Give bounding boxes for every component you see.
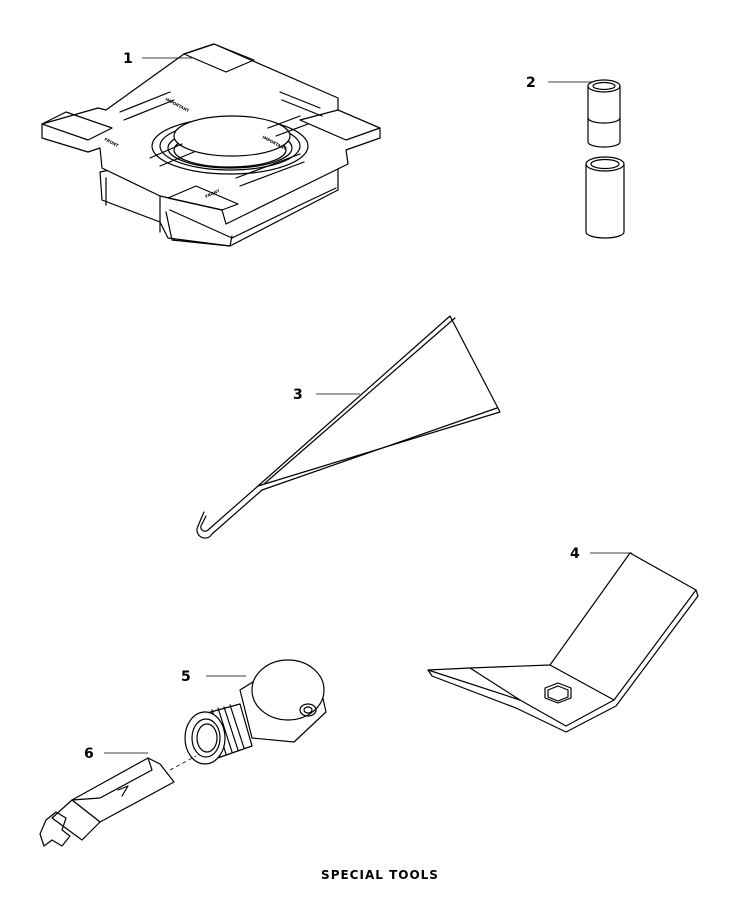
callout-1: 1 xyxy=(123,51,133,67)
tool-1-plate-gauge: IMPORTANT IMPORTANT FRONT FRONT xyxy=(41,43,381,247)
callout-4: 4 xyxy=(570,546,580,562)
diagram-caption: SPECIAL TOOLS xyxy=(321,868,439,882)
callout-3: 3 xyxy=(293,387,303,403)
tool-5-socket xyxy=(184,659,327,765)
callout-5: 5 xyxy=(181,669,191,685)
tool-6-torx-bit xyxy=(39,752,197,847)
callout-6: 6 xyxy=(84,746,94,762)
tool-4-plate-wrench xyxy=(427,552,699,733)
callout-2: 2 xyxy=(526,75,536,91)
tool-2-sleeves xyxy=(548,79,625,239)
gauge-label-front-b: FRONT xyxy=(204,188,220,199)
tool-3-wire-hook xyxy=(196,315,501,539)
gauge-label-front-a: FRONT xyxy=(104,136,120,148)
